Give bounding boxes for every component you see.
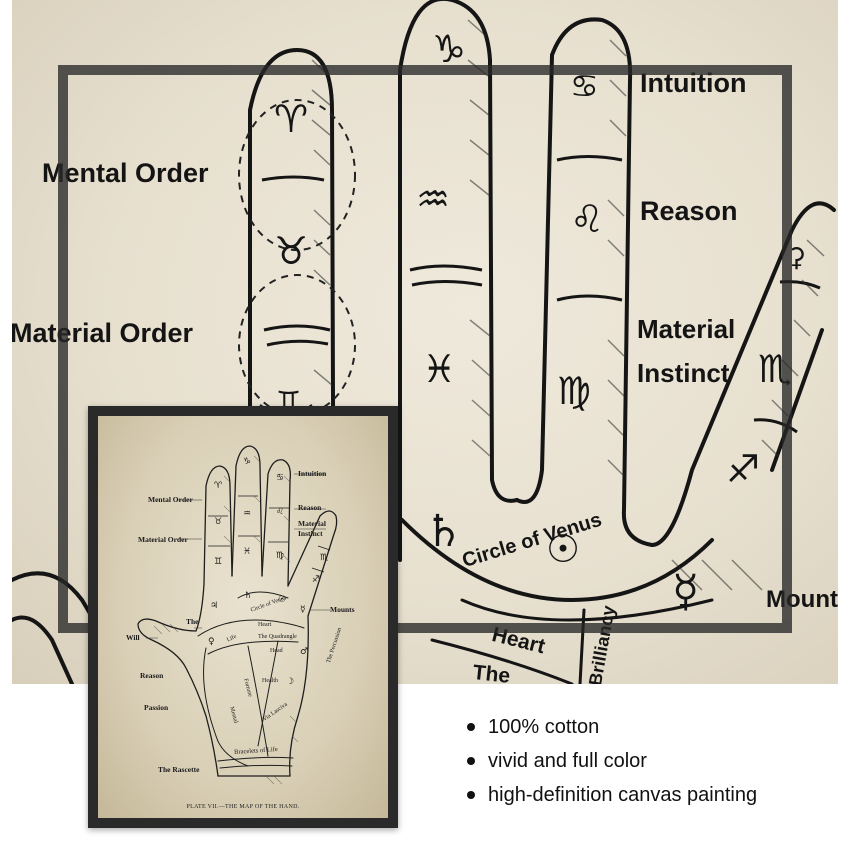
poster-label-reason: Reason <box>140 672 163 680</box>
poster-label-intuition: Intuition <box>298 470 326 478</box>
poster-label-mounts: Mounts <box>330 606 355 614</box>
poster-label-instinct: Instinct <box>298 530 323 538</box>
feature-item: high-definition canvas painting <box>464 780 757 814</box>
poster-caption: PLATE VII.—THE MAP OF THE HAND. <box>98 804 388 810</box>
bullet-icon <box>467 757 475 765</box>
feature-item: 100% cotton <box>464 712 757 746</box>
poster-label-the-rascette: The Rascette <box>158 766 199 774</box>
bullet-icon <box>467 791 475 799</box>
poster-label-the-quadrangle: The Quadrangle <box>258 634 297 640</box>
poster-hand-drawing <box>98 416 388 818</box>
poster-label-material-order: Material Order <box>138 536 188 544</box>
poster-label-health: Health <box>262 678 278 684</box>
feature-text: high-definition canvas painting <box>488 784 757 806</box>
poster-label-reason-top: Reason <box>298 504 321 512</box>
poster-label-head: Head <box>270 648 283 654</box>
framed-poster: ♈ ♑ ♋ ♉ ♒ ♌ ♊ ♓ ♍ ♏ ♐ ♃ ♄ ☉ ☿ ♀ ♂ ☽ Ment… <box>88 406 398 828</box>
poster-label-passion: Passion <box>144 704 168 712</box>
poster-label-the: The <box>186 618 199 626</box>
feature-list: 100% cotton vivid and full color high-de… <box>464 712 757 814</box>
poster-label-heart: Heart <box>258 622 271 628</box>
capricorn-icon: ♑ <box>432 30 466 68</box>
bullet-icon <box>467 723 475 731</box>
poster-label-will: Will <box>126 634 140 642</box>
poster-label-material: Material <box>298 520 326 528</box>
poster-canvas: ♈ ♑ ♋ ♉ ♒ ♌ ♊ ♓ ♍ ♏ ♐ ♃ ♄ ☉ ☿ ♀ ♂ ☽ Ment… <box>98 416 388 818</box>
feature-text: 100% cotton <box>488 716 599 738</box>
feature-text: vivid and full color <box>488 750 647 772</box>
poster-label-mental-order: Mental Order <box>148 496 193 504</box>
feature-item: vivid and full color <box>464 746 757 780</box>
label-the: The <box>472 662 511 684</box>
